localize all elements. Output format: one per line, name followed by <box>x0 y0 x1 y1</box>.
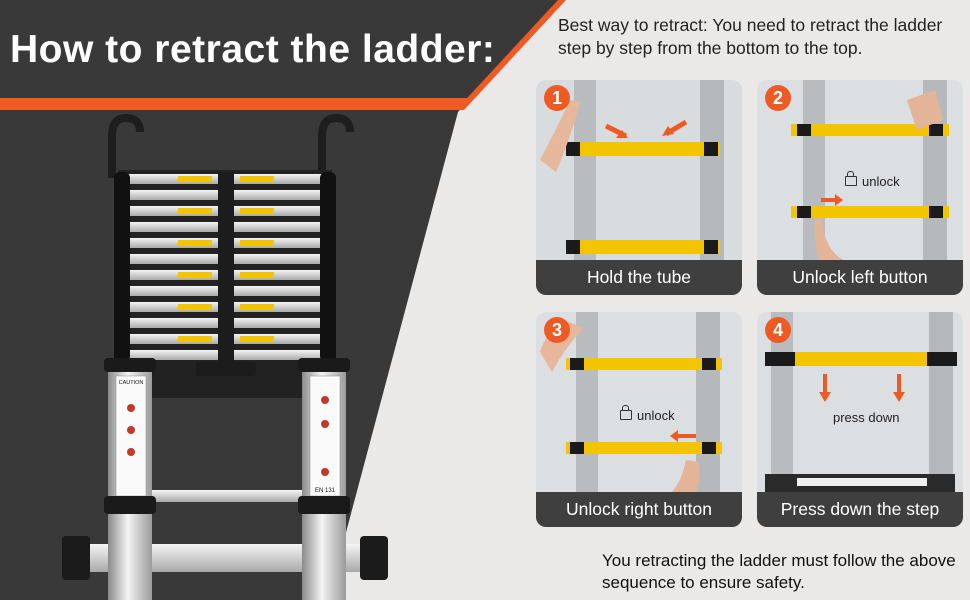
step-caption-3: Unlock right button <box>536 492 742 527</box>
step-caption-1: Hold the tube <box>536 260 742 295</box>
page-title: How to retract the ladder: <box>10 28 496 71</box>
caution-label: CAUTION <box>119 380 144 386</box>
step-caption-2: Unlock left button <box>757 260 963 295</box>
step-card-3: 3 unlock Unlock right button <box>536 312 742 527</box>
step-caption-4: Press down the step <box>757 492 963 527</box>
step-card-2: 2 unlock Unlock left button <box>757 80 963 295</box>
ladder-illustration: CAUTION EN 131 <box>62 113 388 600</box>
step-4-photo <box>757 312 963 492</box>
step-number-4: 4 <box>765 317 791 343</box>
step-number-3: 3 <box>544 317 570 343</box>
unlock-icon <box>845 171 857 186</box>
retract-hint: Best way to retract: You need to retract… <box>558 15 943 58</box>
step-2-photo <box>757 80 963 260</box>
step-4-press-down-label: press down <box>833 410 900 425</box>
step-1-photo <box>536 80 742 260</box>
standard-label: EN 131 <box>315 488 336 494</box>
step-number-1: 1 <box>544 85 570 111</box>
step-3-unlock-label: unlock <box>620 405 675 423</box>
step-number-2: 2 <box>765 85 791 111</box>
step-card-1: 1 Hold the tube <box>536 80 742 295</box>
step-card-4: 4 press down Press down the step <box>757 312 963 527</box>
unlock-icon <box>620 405 632 420</box>
safety-footer: You retracting the ladder must follow th… <box>602 551 956 592</box>
step-2-unlock-label: unlock <box>845 171 900 189</box>
step-3-photo <box>536 312 742 492</box>
